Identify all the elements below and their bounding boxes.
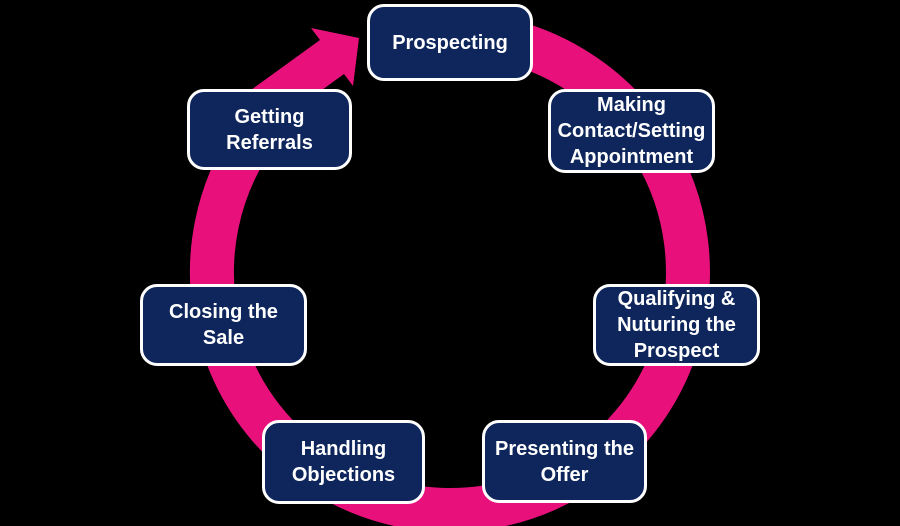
step-presenting-the-offer: Presenting the Offer — [482, 420, 647, 503]
step-label: Handling Objections — [291, 438, 396, 486]
step-label: Qualifying & Nuturing the Prospect — [617, 288, 736, 362]
step-prospecting: Prospecting — [367, 4, 533, 81]
step-label: Closing the Sale — [169, 301, 278, 349]
step-making-contact-setting-appointment: Making Contact/Setting Appointment — [548, 89, 715, 173]
step-qualifying-nuturing-the-prospect: Qualifying & Nuturing the Prospect — [593, 284, 760, 366]
step-label: Prospecting — [392, 31, 508, 54]
step-label: Presenting the Offer — [495, 437, 634, 486]
step-label: Getting Referrals — [226, 105, 313, 154]
step-label: Making Contact/Setting Appointment — [557, 94, 706, 168]
step-getting-referrals: Getting Referrals — [187, 89, 352, 170]
step-closing-the-sale: Closing the Sale — [140, 284, 307, 366]
step-handling-objections: Handling Objections — [262, 420, 425, 504]
